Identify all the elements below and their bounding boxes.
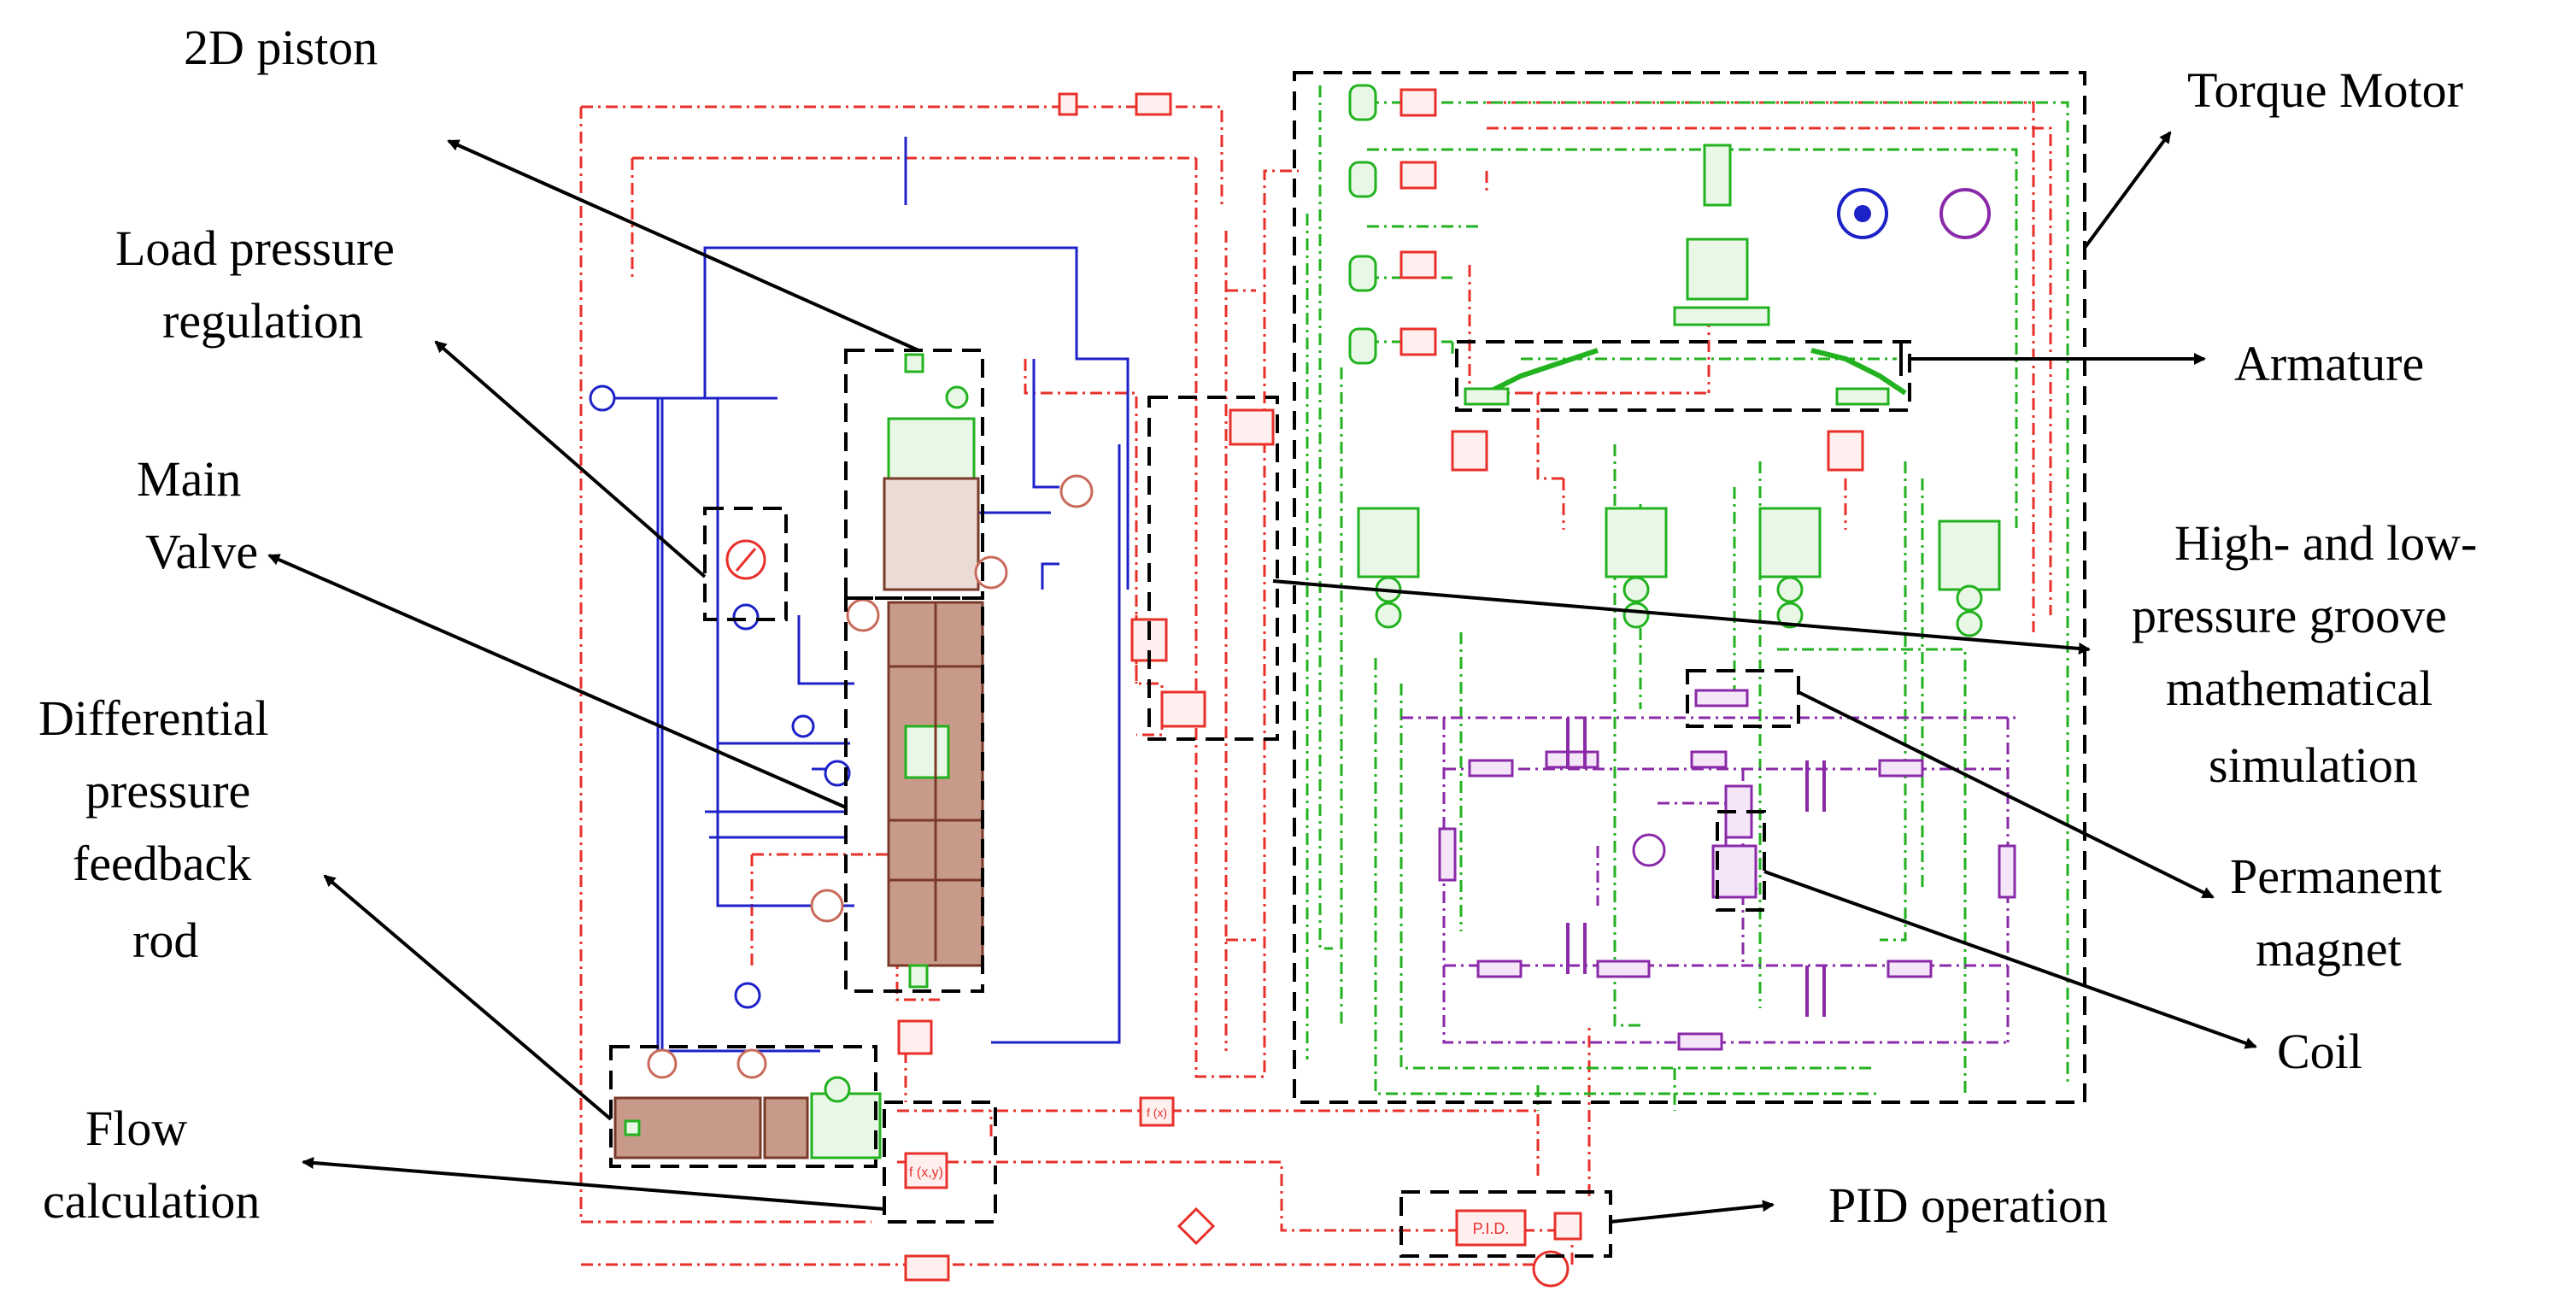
- box-torque-motor: [1293, 71, 2086, 1104]
- flow-calculation-component: f (x,y) f (x): [897, 92, 1275, 1282]
- label-permanent: Permanent: [2230, 848, 2442, 904]
- annotation-boxes: [609, 71, 2086, 1258]
- label-hl-4: simulation: [2209, 737, 2418, 793]
- armature-component: [1451, 348, 1907, 472]
- label-torque-motor: Torque Motor: [2187, 62, 2463, 118]
- feedback-rod-component: [613, 1048, 882, 1159]
- label-main-valve-2: Valve: [145, 524, 258, 579]
- label-hl-1: High- and low-: [2174, 515, 2477, 571]
- label-coil: Coil: [2277, 1024, 2362, 1079]
- mechanical-lines: [1306, 85, 2069, 1111]
- box-permanent-magnet: [1686, 669, 1800, 728]
- main-valve-component: [810, 598, 984, 989]
- annotation-arrows: [267, 131, 2257, 1224]
- label-armature: Armature: [2234, 336, 2424, 391]
- label-2d-piston: 2D piston: [184, 20, 378, 75]
- load-pressure-component: [589, 384, 851, 1009]
- pid-component: P.I.D.: [1455, 1209, 1582, 1288]
- label-flow-1: Flow: [85, 1101, 187, 1156]
- box-load-pressure: [703, 507, 788, 621]
- label-diff-1: Differential: [38, 690, 268, 746]
- label-hl-3: mathematical: [2166, 660, 2432, 716]
- label-load-pressure-2: regulation: [162, 293, 363, 349]
- label-flow-2: calculation: [43, 1173, 260, 1229]
- label-hl-2: pressure groove: [2132, 588, 2447, 643]
- box-feedback-rod: [609, 1045, 877, 1168]
- pid-block-label: P.I.D.: [1473, 1220, 1510, 1237]
- box-main-valve: [844, 596, 984, 993]
- piston-2d-component: [883, 353, 1094, 591]
- label-diff-3: feedback: [73, 836, 251, 891]
- box-coil: [1716, 810, 1766, 912]
- label-diff-2: pressure: [85, 763, 250, 819]
- groove-valve-units: [1357, 507, 2001, 637]
- box-groove-sim: [1147, 396, 1279, 741]
- label-magnet: magnet: [2256, 921, 2402, 977]
- torque-motor-components: [1348, 84, 1991, 365]
- label-pid-operation: PID operation: [1828, 1177, 2108, 1233]
- hydraulic-lines: [607, 137, 1130, 1053]
- label-load-pressure-1: Load pressure: [115, 220, 395, 276]
- annotation-labels: 2D piston Load pressure regulation Main …: [38, 20, 2477, 1233]
- label-main-valve-1: Main: [137, 451, 241, 507]
- fxy-block-label: f (x,y): [909, 1165, 943, 1180]
- label-diff-4: rod: [132, 913, 198, 968]
- magnetic-circuit-components: [1438, 689, 2016, 1051]
- fx-block-label: f (x): [1147, 1106, 1167, 1119]
- box-pid: [1399, 1190, 1612, 1258]
